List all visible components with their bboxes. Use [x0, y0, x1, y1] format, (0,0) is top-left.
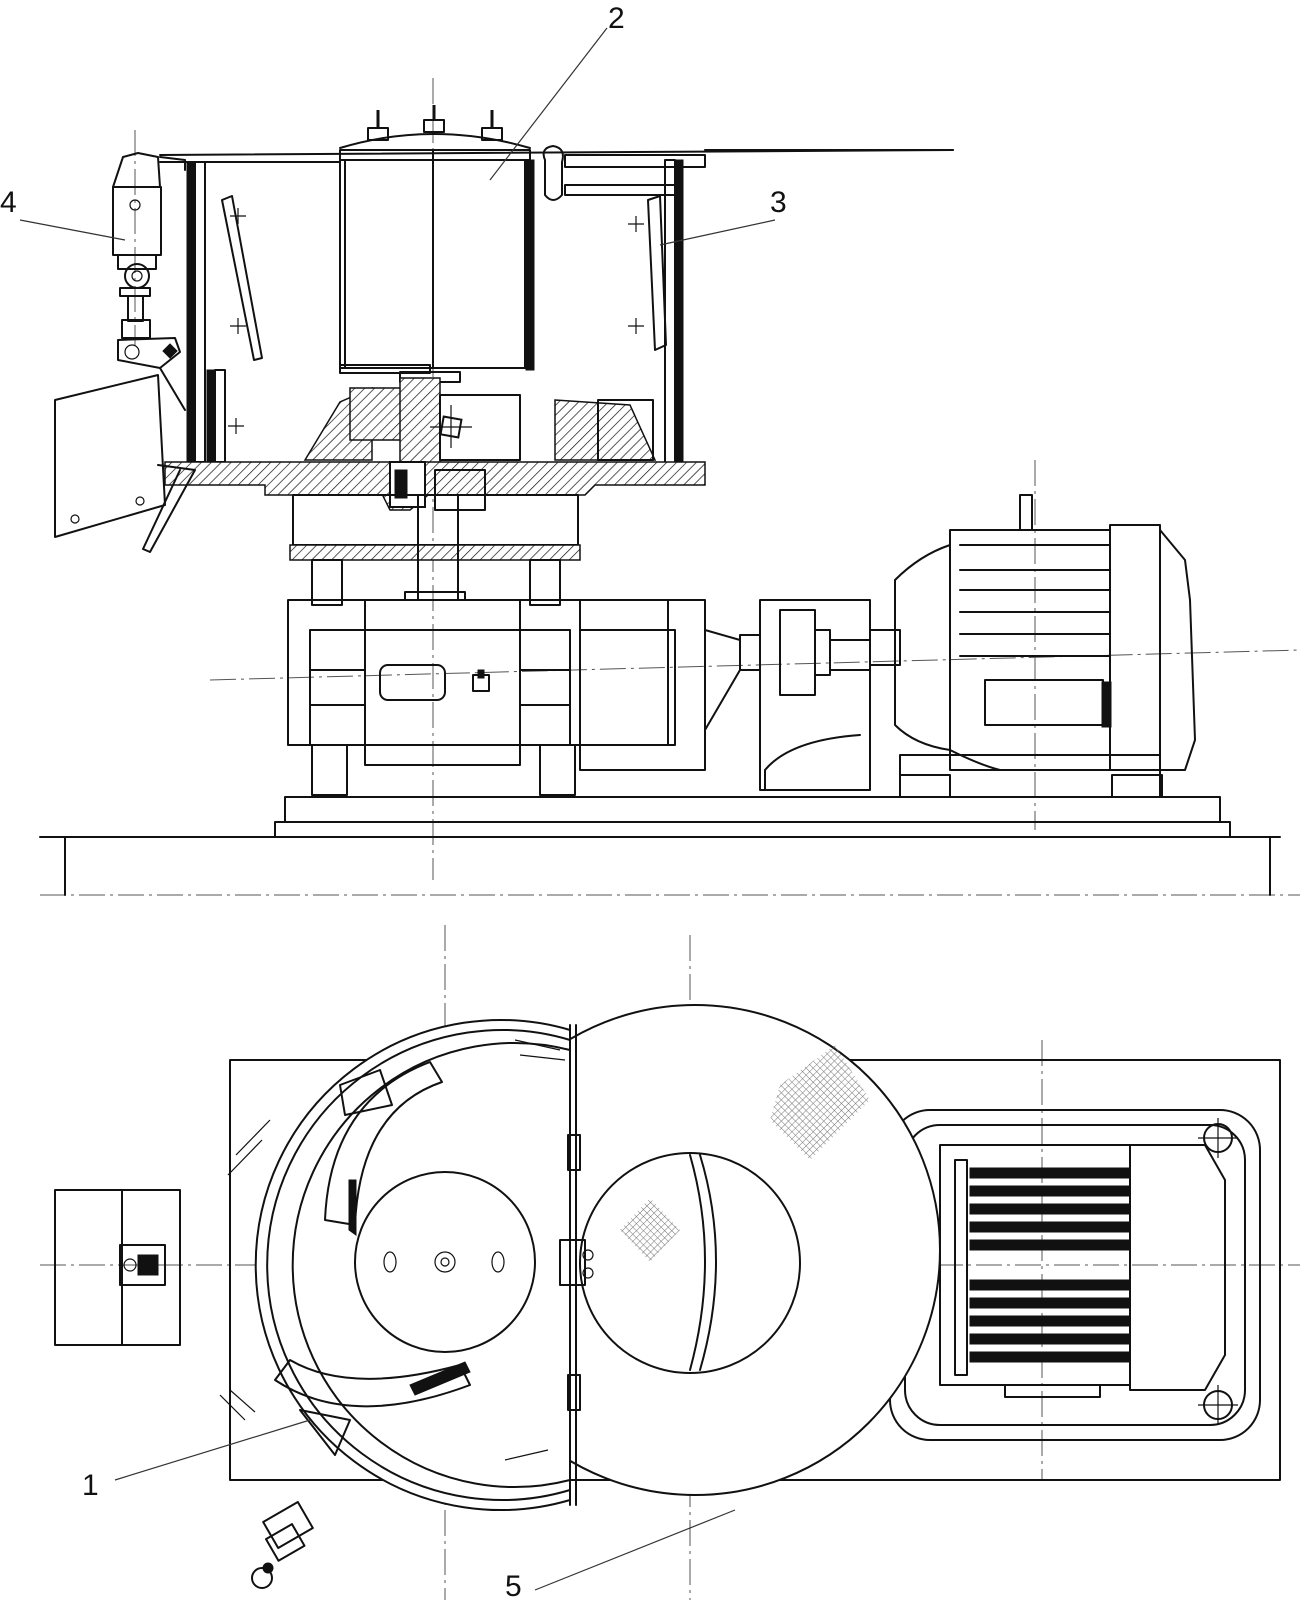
plan-view [54, 1004, 1281, 1589]
callout-2: 2 [608, 2, 625, 35]
mixing-pan [54, 1019, 594, 1589]
callout-leaders [19, 27, 776, 1591]
floor-foundation [39, 796, 1281, 896]
top-plate [159, 145, 954, 201]
callout-5: 5 [505, 1570, 522, 1600]
callout-1: 1 [82, 1469, 99, 1502]
support-frame [289, 494, 581, 606]
callout-4: 4 [0, 186, 17, 219]
electric-motor [869, 494, 1196, 798]
motor-plan [939, 1144, 1226, 1398]
discharge-door [54, 152, 196, 553]
coupling [739, 599, 871, 791]
side-view [39, 105, 1281, 896]
base-flange [164, 461, 706, 511]
cover-lid [449, 1004, 941, 1496]
callout-3: 3 [770, 186, 787, 219]
gearbox [287, 599, 741, 796]
central-cylinder [339, 105, 535, 383]
